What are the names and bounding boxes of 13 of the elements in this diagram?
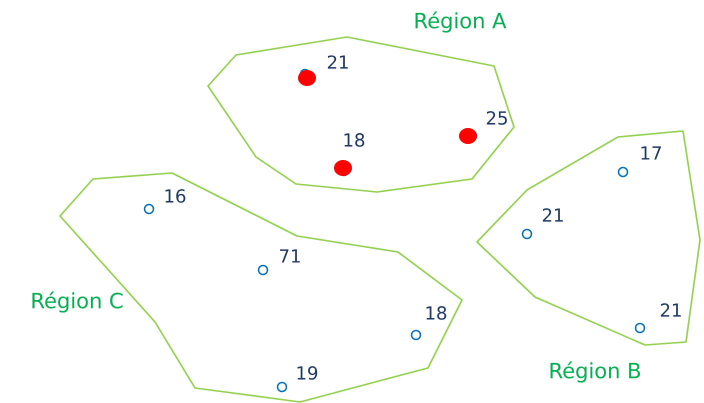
point-value: 18	[344, 133, 364, 147]
point-value: 21	[542, 208, 563, 222]
point-value: 21	[660, 303, 681, 317]
region-label: Région A	[416, 11, 506, 33]
region-label: Région B	[550, 361, 640, 383]
region-label: Région C	[32, 291, 122, 313]
point-value: 18	[426, 306, 446, 320]
point-value: 21	[328, 55, 348, 69]
point-value: 71	[280, 249, 300, 263]
point-value: 19	[298, 366, 318, 380]
point-value: 17	[642, 146, 661, 160]
point-value: 16	[166, 189, 186, 203]
point-value: 25	[486, 111, 507, 125]
